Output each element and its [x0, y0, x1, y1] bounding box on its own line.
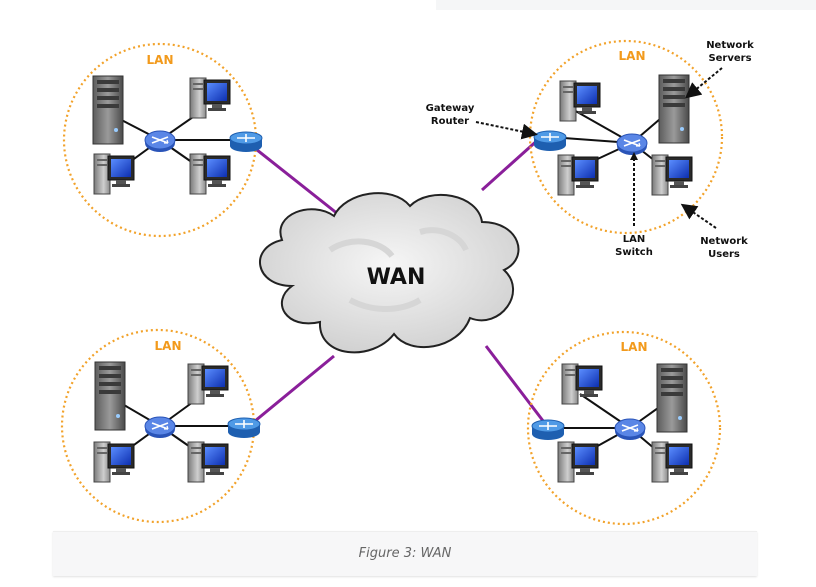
annotation-gateway-router: Gateway Router: [426, 103, 538, 140]
wan-cloud: WAN: [259, 192, 520, 354]
router-icon: [531, 419, 565, 441]
svg-text:Servers: Servers: [708, 53, 751, 64]
computer-icon: [189, 153, 231, 195]
lan-label: LAN: [147, 53, 174, 67]
wan-diagram: WAN LAN LAN: [60, 39, 754, 526]
wan-link-top-left: [246, 140, 349, 224]
computer-icon: [557, 154, 599, 196]
switch-icon: [614, 418, 646, 441]
switch-icon: [144, 130, 176, 153]
computer-icon: [651, 154, 693, 196]
figure-caption: Figure 3: WAN: [358, 546, 452, 561]
computer-icon: [189, 77, 231, 119]
switch-icon: [616, 133, 648, 156]
computer-icon: [559, 80, 601, 122]
annotation-network-users: Network Users: [680, 203, 748, 260]
computer-icon: [561, 363, 603, 405]
computer-icon: [93, 441, 135, 483]
top-bar: [436, 0, 816, 10]
computer-icon: [93, 153, 135, 195]
svg-text:Network: Network: [700, 236, 748, 247]
server-icon: [658, 74, 690, 144]
computer-icon: [651, 441, 693, 483]
svg-text:Network: Network: [706, 40, 754, 51]
lan-bottom-left: LAN: [60, 328, 261, 524]
lan-label: LAN: [621, 340, 648, 354]
computer-icon: [557, 441, 599, 483]
figure-caption-box: Figure 3: WAN: [53, 531, 757, 576]
wan-links: [243, 136, 552, 432]
computer-icon: [187, 441, 229, 483]
svg-text:LAN: LAN: [623, 234, 645, 245]
router-icon: [227, 417, 261, 439]
server-icon: [92, 75, 124, 145]
switch-icon: [144, 416, 176, 439]
wan-link-top-right: [480, 136, 542, 192]
annotation-lan-switch: LAN Switch: [615, 152, 653, 258]
svg-text:Router: Router: [431, 116, 469, 127]
lan-top-right: LAN: [528, 39, 724, 235]
router-icon: [533, 130, 567, 152]
server-icon: [656, 363, 688, 433]
router-icon: [229, 131, 263, 153]
lan-label: LAN: [619, 49, 646, 63]
wan-link-bottom-left: [243, 354, 335, 432]
wan-link-bottom-right: [484, 345, 552, 431]
computer-icon: [187, 363, 229, 405]
lan-bottom-right: LAN: [526, 330, 722, 526]
lan-top-left: LAN: [62, 42, 263, 238]
server-icon: [94, 361, 126, 431]
svg-text:Users: Users: [708, 249, 740, 260]
svg-text:Switch: Switch: [615, 247, 653, 258]
svg-text:Gateway: Gateway: [426, 103, 475, 114]
wan-label: WAN: [367, 265, 426, 290]
annotation-network-servers: Network Servers: [684, 40, 754, 99]
lan-label: LAN: [155, 339, 182, 353]
